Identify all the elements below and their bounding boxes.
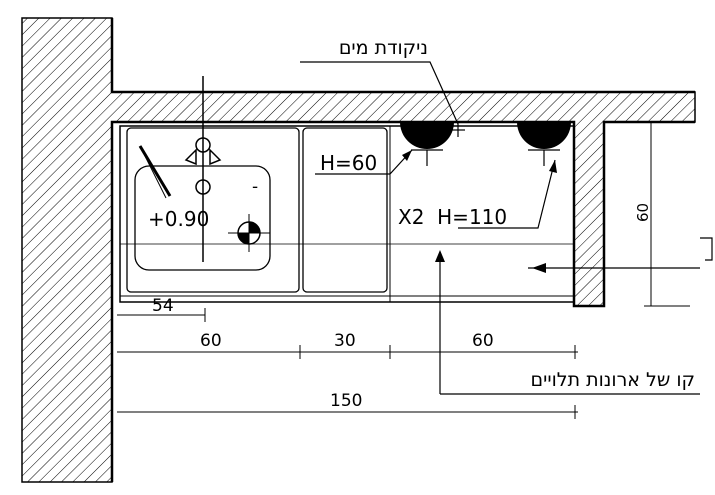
sink-minus-label: - [252,177,258,197]
sink-level-label: +0.90 [148,207,209,231]
dim-segment-1: 60 [200,331,222,351]
leader-lines [300,61,713,395]
counter [119,125,575,303]
water-point-left-icon [400,122,454,166]
faucet-icon [138,76,222,262]
dim-segment-2: 30 [334,331,356,351]
dimension-lines [117,121,690,419]
dim-total: 150 [330,391,362,411]
dim-depth: 60 [634,203,652,222]
height-tap-right-label: X2 H=110 [398,205,507,229]
hanging-cabinets-label: קו של ארונות תלויים [531,369,695,391]
dim-segment-3: 60 [472,331,494,351]
water-point-right-icon [517,122,571,166]
level-marker-icon [228,214,270,252]
leader-arrows [402,150,557,273]
wall-hatched [21,17,696,483]
height-tap-left-label: H=60 [320,151,377,175]
water-point-label: ניקודת מים [339,37,428,59]
dim-sink-offset: 54 [152,296,174,316]
